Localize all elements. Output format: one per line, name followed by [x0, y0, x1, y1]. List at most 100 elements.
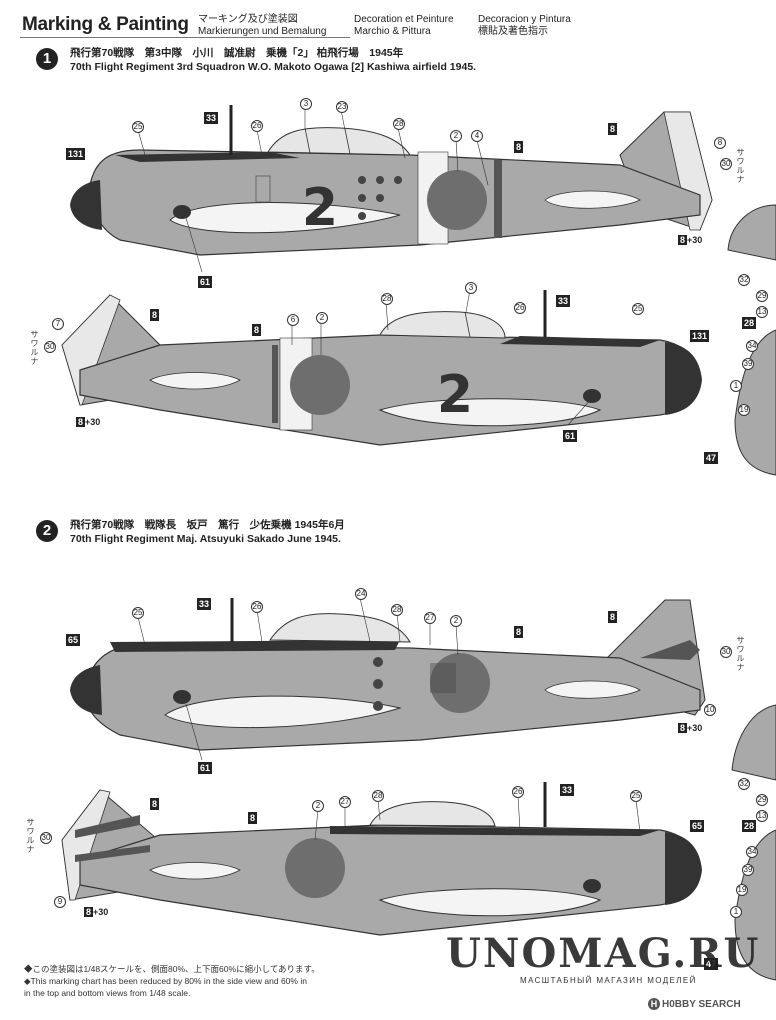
code-28-b: 28 — [742, 820, 757, 832]
callout-2-b: 2 — [316, 312, 328, 324]
code-8-30-a-box: 8 — [678, 235, 688, 245]
callout-26-c: 26 — [251, 601, 263, 613]
callout-25-a: 25 — [132, 121, 144, 133]
callout-13-a: 13 — [756, 306, 768, 318]
callout-30-b: 30 — [44, 341, 56, 353]
callout-25-c: 25 — [132, 607, 144, 619]
callout-30-a: 30 — [720, 158, 732, 170]
code-131-a: 131 — [66, 148, 86, 160]
code-8-e: 8 — [514, 626, 524, 638]
code-8-30-d: 8+30 — [84, 906, 108, 918]
callout-28-d: 28 — [372, 790, 384, 802]
code-65-b: 65 — [690, 820, 705, 832]
callout-4-a: 4 — [471, 130, 483, 142]
brand-text: H0BBY SEARCH — [662, 999, 741, 1010]
section-1-caption-en: 70th Flight Regiment 3rd Squadron W.O. M… — [70, 61, 477, 73]
callout-24-a: 24 — [355, 588, 367, 600]
partial-top-view-1 — [727, 204, 776, 476]
callout-28-c: 28 — [391, 604, 403, 616]
header-jp: マーキング及び塗装図 Markierungen und Bemalung — [198, 14, 326, 38]
callout-39-b: 39 — [742, 864, 754, 876]
section-2-caption-en: 70th Flight Regiment Maj. Atsuyuki Sakad… — [70, 533, 341, 545]
callout-2-d: 2 — [312, 800, 324, 812]
code-8-c: 8 — [150, 309, 160, 321]
callout-29-a: 29 — [756, 290, 768, 302]
code-33-d: 33 — [560, 784, 575, 796]
note-line-3: in the top and bottom views from 1/48 sc… — [24, 988, 191, 998]
section-2-caption-jp: 飛行第70戦隊 戦隊長 坂戸 篤行 少佐乗機 1945年6月 — [70, 519, 345, 531]
callout-23-a: 23 — [336, 101, 348, 113]
callout-26-a: 26 — [251, 120, 263, 132]
code-131-b: 131 — [690, 330, 710, 342]
code-65-a: 65 — [66, 634, 81, 646]
header-jp-line1: マーキング及び塗装図 — [198, 14, 298, 25]
section-1-caption-jp: 飛行第70戦隊 第3中隊 小川 誠准尉 乗機「2」 柏飛行場 1945年 — [70, 47, 404, 59]
plane-4-right-facing — [61, 782, 702, 936]
code-8-30-b-box: 8 — [76, 417, 86, 427]
code-8-30-b-plus: +30 — [85, 417, 101, 427]
callout-30-c: 30 — [720, 646, 732, 658]
header-fr-line2: Marchio & Pittura — [354, 26, 431, 37]
callout-10-a: 10 — [704, 704, 716, 716]
callout-9-a: 9 — [54, 896, 66, 908]
code-8-f: 8 — [608, 611, 618, 623]
callout-28-b: 28 — [381, 293, 393, 305]
header-divider — [20, 37, 350, 38]
callout-2-a: 2 — [450, 130, 462, 142]
partial-top-view-2 — [731, 704, 776, 981]
callout-1-a: 1 — [730, 380, 742, 392]
plane-1-aircraft-number: 2 — [302, 178, 338, 238]
section-1-number: 1 — [36, 48, 58, 70]
code-28-a: 28 — [742, 317, 757, 329]
code-8-30-d-plus: +30 — [93, 907, 109, 917]
code-8-30-c: 8+30 — [678, 722, 702, 734]
callout-26-b: 26 — [514, 302, 526, 314]
callout-27-b: 27 — [339, 796, 351, 808]
callout-19-a: 19 — [738, 404, 750, 416]
header-es-line2: 標貼及著色指示 — [478, 26, 548, 37]
code-8-30-a-plus: +30 — [687, 235, 703, 245]
code-8-h: 8 — [248, 812, 258, 824]
header-fr: Decoration et Peinture Marchio & Pittura — [354, 14, 454, 38]
callout-25-b: 25 — [632, 303, 644, 315]
note-line-2: ◆This marking chart has been reduced by … — [24, 976, 307, 986]
callout-26-d: 26 — [512, 786, 524, 798]
watermark-main: UNOMAG.RU — [446, 930, 761, 977]
header-es: Decoracion y Pintura 標貼及著色指示 — [478, 14, 571, 38]
do-not-touch-label-c: サワルナ — [736, 636, 745, 672]
callout-39-a: 39 — [742, 358, 754, 370]
callout-8-a: 8 — [714, 137, 726, 149]
section-2-number: 2 — [36, 520, 58, 542]
callout-3-b: 3 — [465, 282, 477, 294]
callout-2-c: 2 — [450, 615, 462, 627]
header-es-line1: Decoracion y Pintura — [478, 14, 571, 25]
callout-27-a: 27 — [424, 612, 436, 624]
code-33-b: 33 — [556, 295, 571, 307]
code-8-b: 8 — [608, 123, 618, 135]
callout-32-b: 32 — [738, 778, 750, 790]
callout-34-a: 34 — [746, 340, 758, 352]
code-61-c: 61 — [198, 762, 213, 774]
code-8-30-a: 8+30 — [678, 234, 702, 246]
code-47-b: 47 — [704, 958, 719, 970]
header-fr-line1: Decoration et Peinture — [354, 14, 454, 25]
plane-1-left-facing: 2 — [70, 105, 713, 256]
callout-25-d: 25 — [630, 790, 642, 802]
do-not-touch-label-d: サワルナ — [26, 818, 35, 854]
do-not-touch-label-a: サワルナ — [736, 148, 745, 184]
code-8-30-b: 8+30 — [76, 416, 100, 428]
callout-19-b: 19 — [736, 884, 748, 896]
code-61-a: 61 — [198, 276, 213, 288]
callout-32-a: 32 — [738, 274, 750, 286]
plane-2-right-facing: 2 — [61, 290, 702, 446]
code-8-g: 8 — [150, 798, 160, 810]
plane-3-left-facing — [70, 598, 706, 751]
code-8-30-c-box: 8 — [678, 723, 688, 733]
header-jp-line2: Markierungen und Bemalung — [198, 26, 327, 37]
callout-6-a: 6 — [287, 314, 299, 326]
callout-29-b: 29 — [756, 794, 768, 806]
code-8-30-d-box: 8 — [84, 907, 94, 917]
watermark-sub: МАСШТАБНЫЙ МАГАЗИН МОДЕЛЕЙ — [520, 976, 697, 985]
